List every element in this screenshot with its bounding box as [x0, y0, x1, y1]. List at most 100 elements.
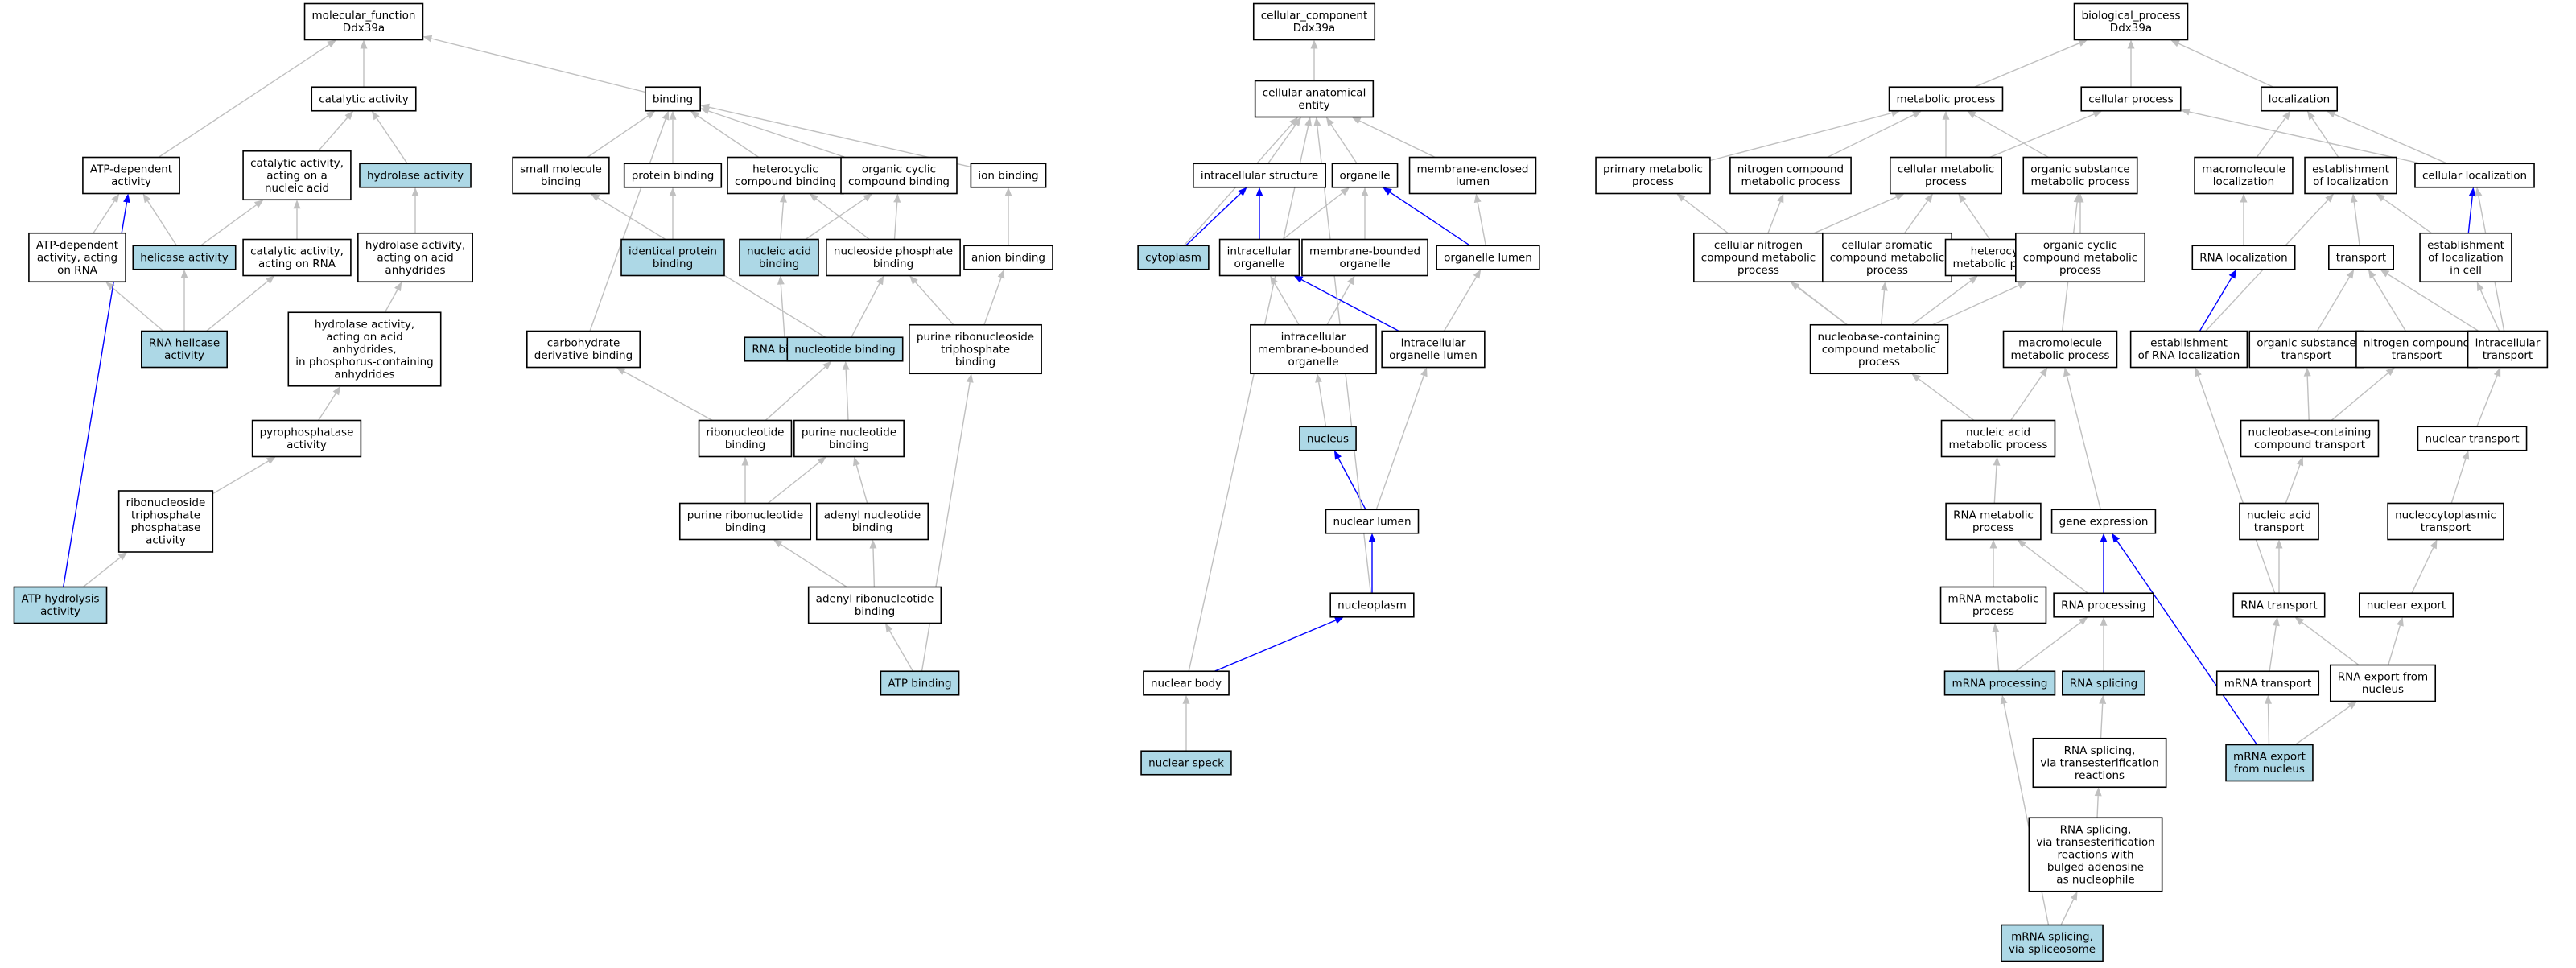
edge-arrowhead: [2265, 694, 2272, 704]
edge-line: [2294, 706, 2351, 746]
node-label-line: lumen: [1456, 175, 1490, 188]
edge-arrowhead: [1310, 39, 1318, 49]
node-label-line: organic substance: [2257, 337, 2355, 350]
edge-line: [1337, 458, 1366, 510]
node-label-line: process: [1632, 175, 1674, 188]
edge-cell-n-metab-to-n-comp-metab: [1767, 193, 1784, 234]
edge-line: [2306, 376, 2310, 421]
edge-cell-proc-to-bp: [2127, 39, 2135, 88]
node-label-line: carbohydrate: [547, 337, 620, 350]
node-label-line: acting on acid: [326, 331, 402, 344]
edge-arrowhead: [779, 193, 787, 203]
edge-arrowhead: [1293, 275, 1304, 283]
edge-intra-tr-to-est-local-cell: [2476, 282, 2500, 332]
edge-pur-ribo-tp-to-anion-b: [983, 269, 1005, 326]
edge-cell-arom-to-cell-metab: [1904, 193, 1933, 234]
edge-na-metab-to-macro-metab: [2010, 367, 2048, 421]
node-label-line: ATP-dependent: [36, 239, 118, 252]
edge-helicase-to-cat-na: [200, 200, 264, 246]
edge-arrowhead: [817, 456, 826, 465]
node-box: [623, 163, 723, 188]
edge-arrowhead: [2078, 39, 2088, 47]
node-label-line: nuclear body: [1151, 677, 1222, 690]
edge-line: [1993, 465, 1997, 504]
node-box: [2328, 245, 2394, 270]
node-label-line: Ddx39a: [343, 22, 385, 35]
edge-line: [2015, 621, 2082, 672]
node-label-line: ribonucleotide: [707, 426, 785, 439]
node-label-line: organelle: [1234, 257, 1284, 270]
node-box: [2414, 163, 2535, 188]
edge-line: [1974, 114, 2049, 159]
edge-line: [1301, 278, 1399, 332]
node-label-line: binding: [759, 257, 799, 270]
edge-rna-proc-to-gene-expr: [2100, 533, 2108, 594]
node-box: [727, 156, 844, 195]
node-label-line: nucleic acid: [2247, 509, 2311, 522]
node-label-line: primary metabolic: [1603, 163, 1703, 176]
node-label-line: via transesterification: [2040, 756, 2158, 769]
edge-arrowhead: [2462, 450, 2470, 460]
node-label-line: acting on RNA: [258, 257, 336, 270]
node-label-line: binding: [852, 521, 892, 534]
node-label-line: RNA metabolic: [1953, 509, 2034, 522]
node-label-line: of localization: [2313, 175, 2388, 188]
node-label-line: Ddx39a: [2110, 22, 2152, 35]
go-term-node-cat-rna: catalytic activity,acting on RNA: [242, 238, 352, 277]
go-term-node-atp-b: ATP binding: [880, 670, 960, 696]
edge-mrna-splice-sp-to-rna-splice-bulged: [2060, 891, 2078, 925]
edge-arrowhead: [662, 110, 670, 121]
edge-mrna-export-to-rna-export: [2294, 701, 2357, 746]
node-box: [739, 238, 819, 277]
node-label-line: nucleus: [2362, 683, 2404, 696]
edge-arrowhead: [2017, 282, 2027, 289]
node-label-line: cellular process: [2088, 93, 2174, 105]
edge-line: [2197, 375, 2276, 594]
edge-line: [2189, 111, 2421, 164]
node-label-line: process: [2059, 264, 2101, 277]
node-label-line: compound metabolic: [1822, 343, 1936, 356]
node-box: [2304, 156, 2397, 195]
node-label-line: activity: [164, 349, 204, 362]
edge-line: [2311, 117, 2339, 158]
edge-arrowhead: [1333, 450, 1342, 460]
edge-nbc-tr-to-n-comp-tr: [2331, 367, 2395, 422]
node-label-line: binding: [653, 257, 693, 270]
node-box: [1137, 245, 1210, 270]
edge-arrowhead: [2326, 110, 2336, 118]
node-box: [2032, 737, 2167, 789]
node-label-line: gene expression: [2059, 515, 2149, 528]
edge-arrowhead: [616, 367, 626, 375]
edge-arrowhead: [1325, 117, 1334, 127]
node-label-line: RNA helicase: [149, 337, 220, 350]
edge-arrowhead: [2092, 110, 2103, 118]
edge-line: [2269, 625, 2277, 672]
node-box: [909, 323, 1042, 375]
node-box: [1888, 86, 2004, 112]
edge-small-mol-to-binding: [587, 110, 656, 159]
node-label-line: acting on acid: [377, 251, 453, 264]
edge-line: [1214, 620, 1336, 672]
edge-arrowhead: [2493, 367, 2501, 377]
edge-iol-to-org-lumen: [1443, 269, 1482, 332]
node-label-line: transport: [2483, 349, 2533, 362]
edge-ribonuc-b-to-carb-deriv: [616, 367, 713, 422]
edge-line: [1375, 375, 1424, 510]
edge-arrowhead: [266, 275, 275, 284]
edge-line: [2476, 375, 2498, 427]
node-label-line: adenyl nucleotide: [824, 509, 921, 522]
edge-arrowhead: [2078, 616, 2088, 625]
node-box: [2194, 156, 2294, 195]
node-label-line: metabolic process: [1897, 93, 1996, 105]
edge-line: [2023, 544, 2089, 594]
edge-arrowhead: [2070, 891, 2078, 901]
node-label-line: nucleus: [1307, 432, 1349, 445]
node-label-line: transport: [2336, 251, 2386, 264]
